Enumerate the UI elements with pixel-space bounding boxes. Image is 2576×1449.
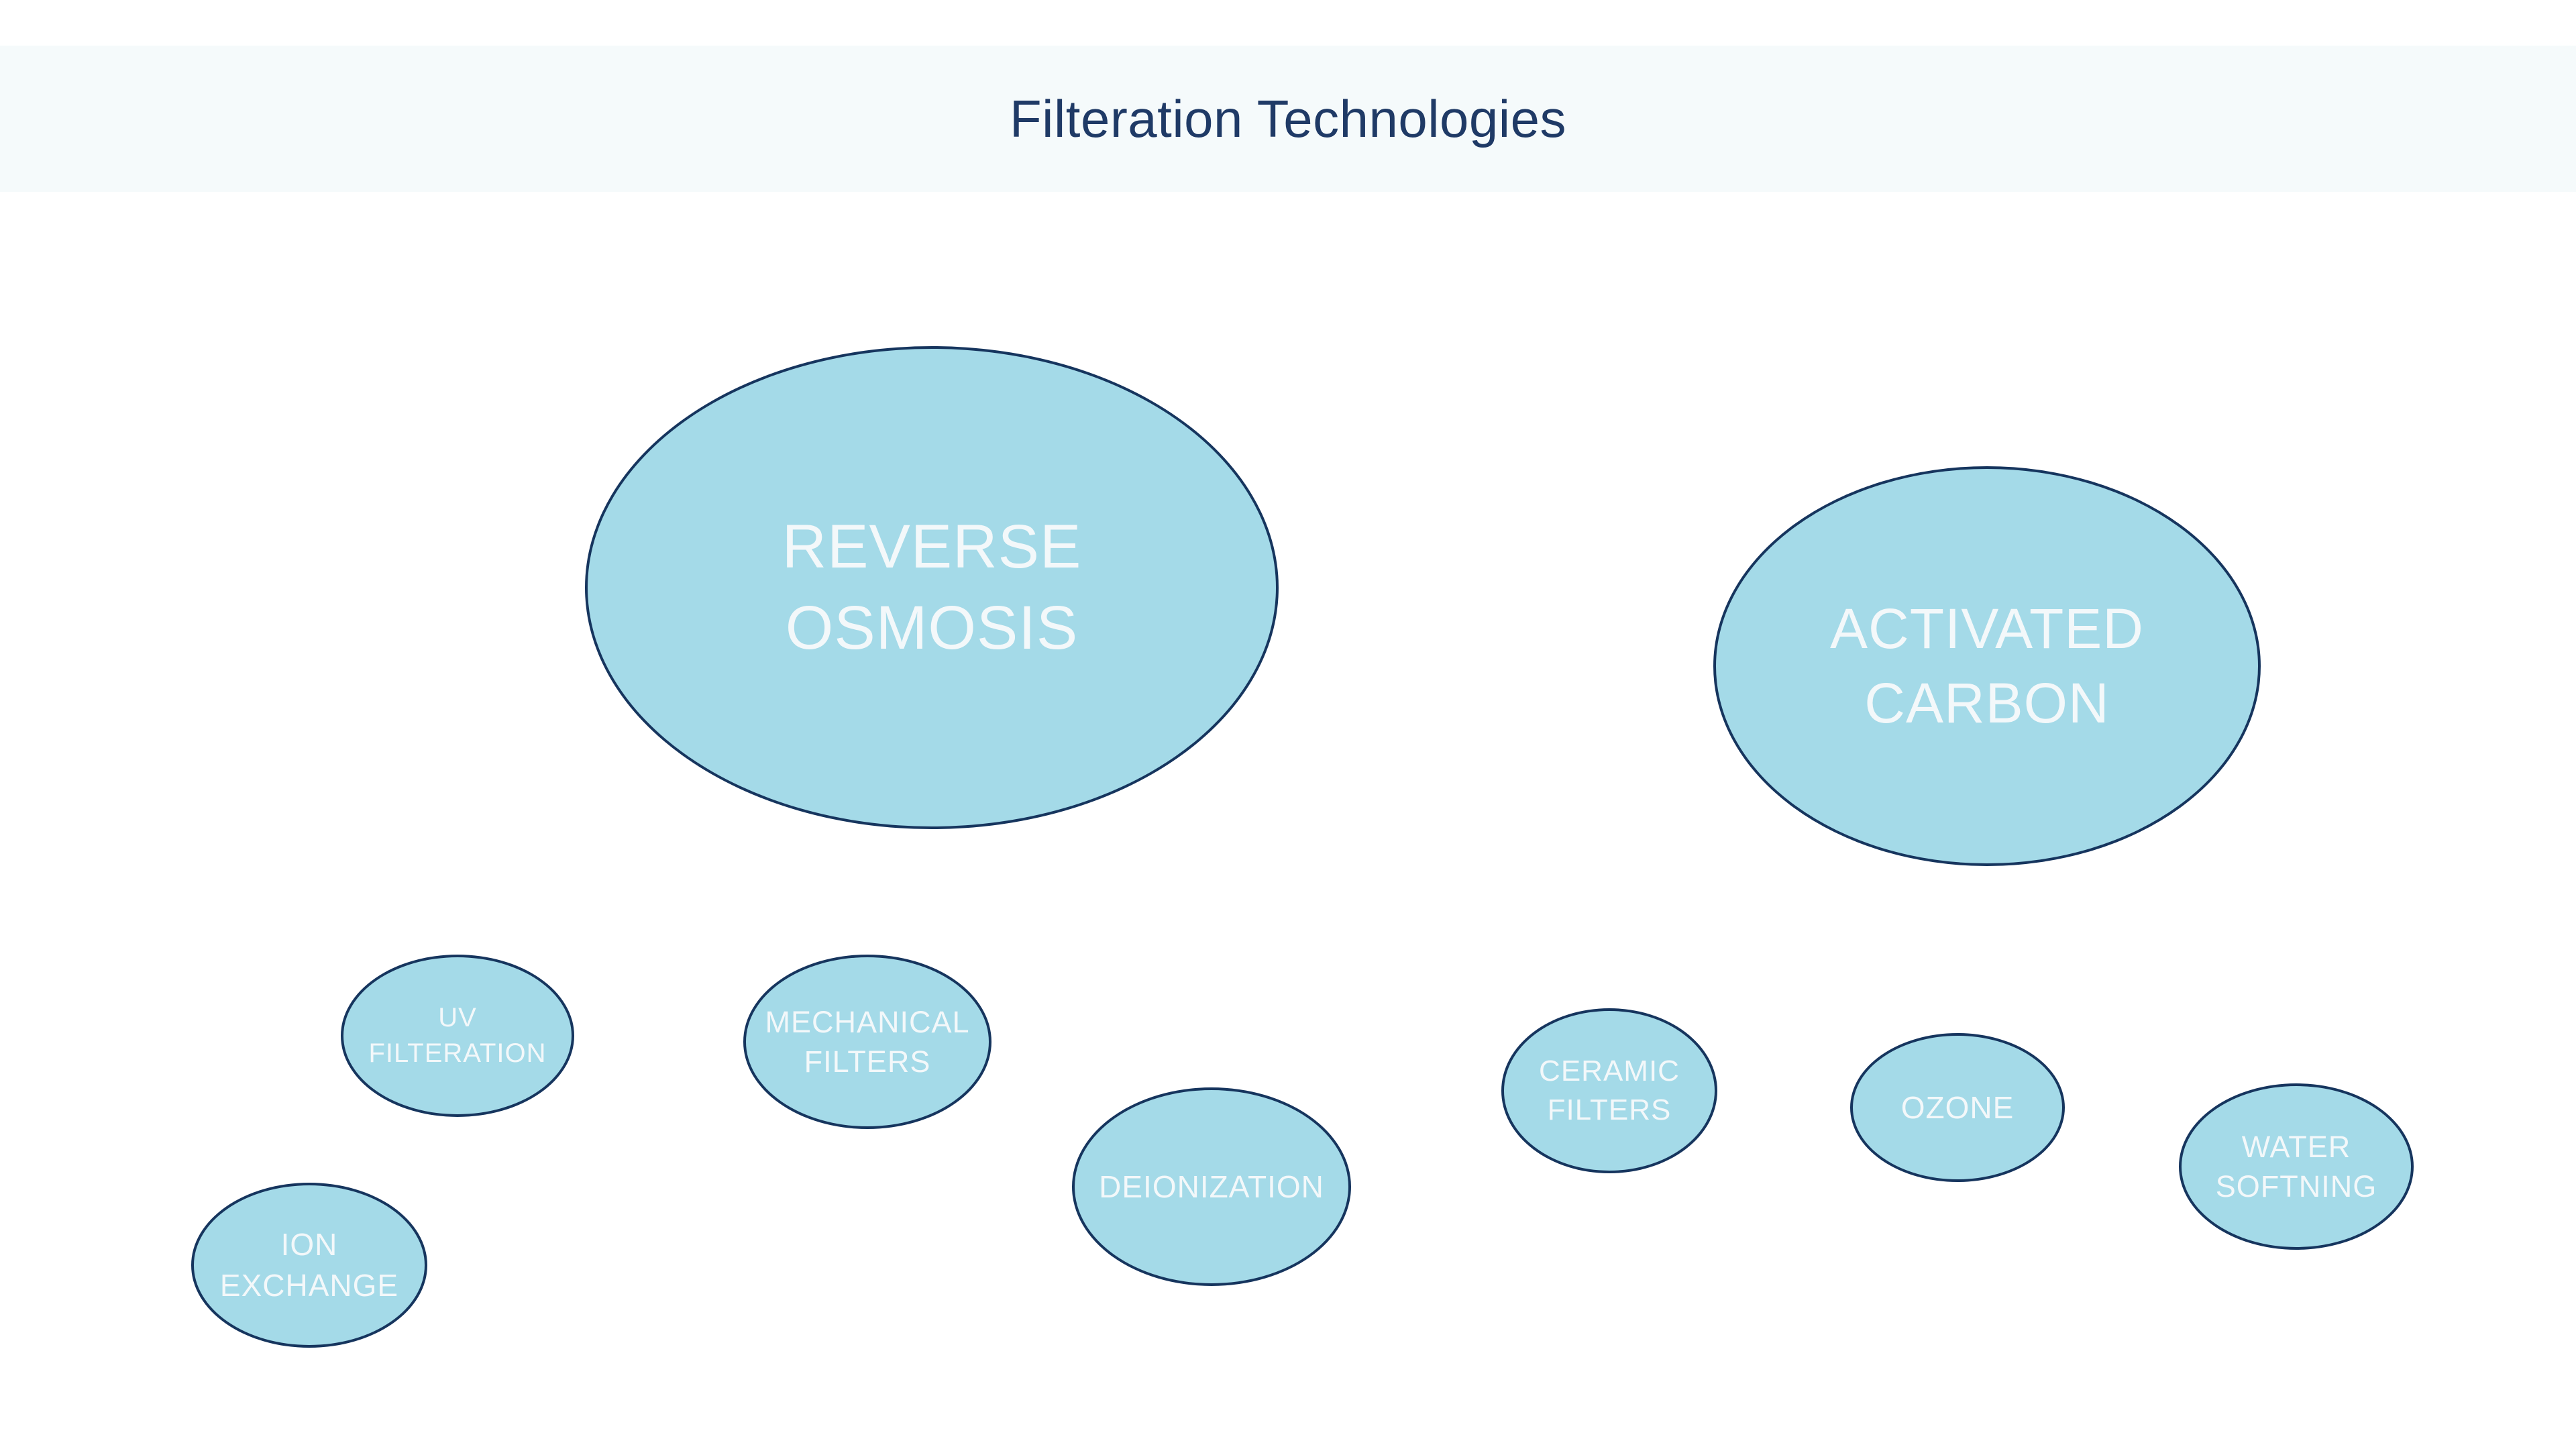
bubble-label: ION EXCHANGE [219,1227,399,1303]
bubble-water-softning: WATER SOFTNING [2179,1083,2414,1250]
bubble-label: OZONE [1900,1089,2015,1125]
page-title: Filteration Technologies [1009,89,1567,148]
bubble-label: UV FILTERATION [368,1003,547,1068]
bubble-label: DEIONIZATION [1099,1169,1324,1204]
bubble-label: REVERSE OSMOSIS [782,512,1082,662]
diagram-canvas: REVERSE OSMOSIS ACTIVATED CARBON UV FILT… [0,192,2576,1449]
bubble-mechanical-filters: MECHANICAL FILTERS [743,955,991,1129]
bubble-ozone: OZONE [1850,1033,2065,1182]
bubble-activated-carbon: ACTIVATED CARBON [1713,466,2261,866]
bubble-label: WATER SOFTNING [2215,1129,2377,1203]
bubble-reverse-osmosis: REVERSE OSMOSIS [585,346,1279,829]
bubble-ceramic-filters: CERAMIC FILTERS [1501,1008,1717,1173]
title-banner: Filteration Technologies [0,46,2576,192]
bubble-label: MECHANICAL FILTERS [765,1004,970,1079]
bubble-uv-filteration: UV FILTERATION [341,955,574,1117]
bubble-deionization: DEIONIZATION [1072,1087,1351,1286]
bubble-label: CERAMIC FILTERS [1539,1054,1680,1126]
bubble-label: ACTIVATED CARBON [1830,597,2144,735]
bubble-ion-exchange: ION EXCHANGE [191,1183,427,1348]
